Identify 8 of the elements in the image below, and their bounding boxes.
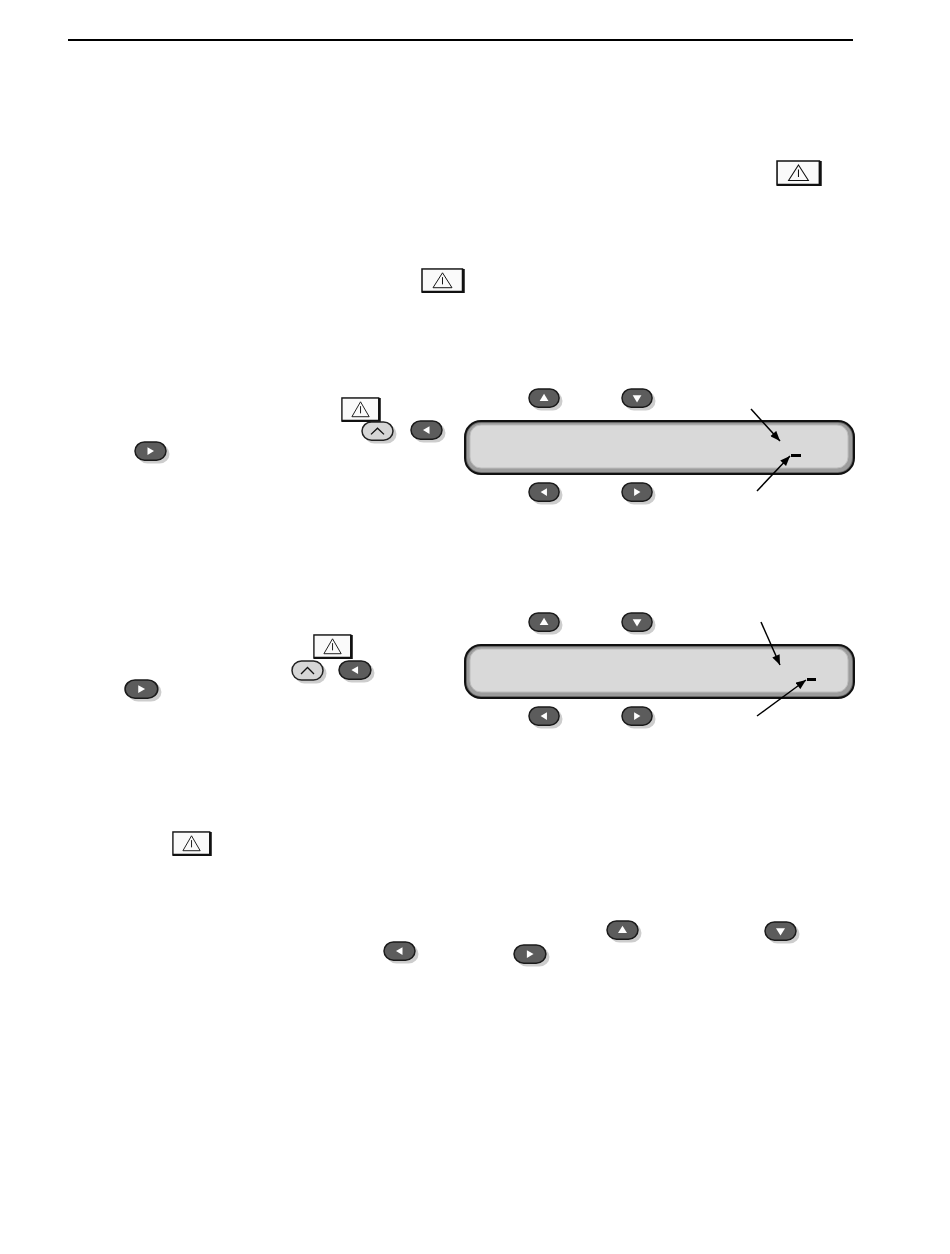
leader-arrow — [760, 621, 781, 666]
leader-arrow — [756, 679, 807, 717]
cursor-mark — [791, 454, 801, 457]
leader-arrow — [750, 408, 781, 442]
leader-arrow — [756, 455, 791, 492]
cursor-mark — [807, 678, 816, 681]
lcd-display — [464, 420, 855, 475]
lcd-display — [464, 644, 855, 699]
